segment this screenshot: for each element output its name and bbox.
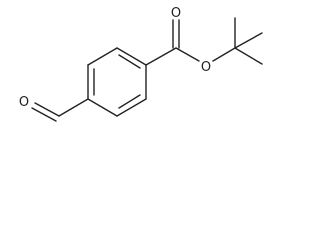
- ring-bond-6: [87, 47, 118, 66]
- tert-butyl-group: [234, 17, 263, 65]
- carbonyl-to-oxygen-bond: [175, 47, 200, 62]
- ring-inner-bond-1: [118, 54, 141, 69]
- tbutyl-methyl-bottom-right: [234, 47, 263, 65]
- structure-svg: O O O: [19, 6, 263, 122]
- ring-bond-1: [116, 47, 147, 66]
- aldehyde-oxygen-label: O: [19, 95, 29, 110]
- ester-group: [145, 19, 236, 66]
- ring-to-carbonyl-bond: [145, 47, 177, 66]
- molecule-diagram: O O O: [18, 6, 263, 122]
- ring-inner-bond-2: [118, 94, 141, 109]
- aldehyde-double-bond-b: [31, 107, 57, 122]
- ring-to-aldehyde-bond: [58, 98, 89, 117]
- tbutyl-methyl-right: [234, 32, 263, 49]
- ester-carbonyl-oxygen-label: O: [171, 6, 181, 21]
- ester-linking-oxygen-label: O: [201, 60, 211, 75]
- oxygen-to-tbutyl-bond: [212, 47, 236, 62]
- aldehyde-double-bond-a: [34, 102, 60, 117]
- benzene-ring: [87, 47, 147, 117]
- aldehyde-group: [31, 98, 89, 122]
- ring-bond-4: [87, 98, 118, 117]
- ring-bond-3: [116, 98, 147, 117]
